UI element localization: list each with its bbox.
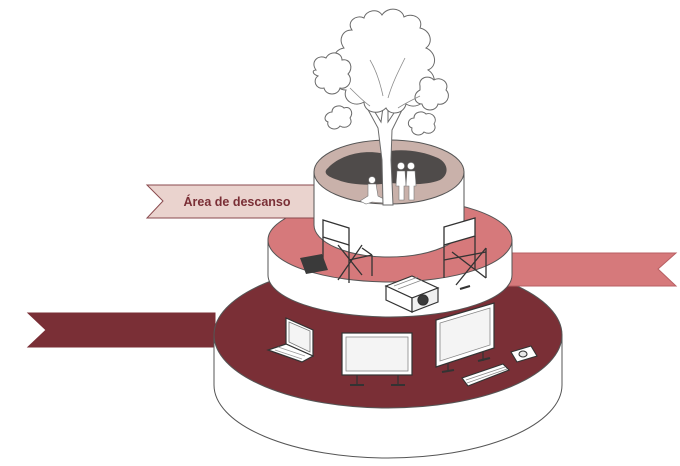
mouse-icon <box>510 345 538 363</box>
director-chair-icon <box>300 219 373 283</box>
top-banner-label: Área de descanso <box>184 194 291 209</box>
monitor-icon <box>435 302 495 373</box>
people-silhouette-icon <box>359 162 417 205</box>
top-banner: Área de descanso <box>145 184 317 219</box>
keyboard-icon <box>461 363 510 387</box>
bottom-banner <box>26 312 216 348</box>
laptop-icon <box>266 317 315 363</box>
tree-outline-icon <box>312 8 449 206</box>
middle-banner <box>504 252 678 287</box>
projector-icon <box>384 275 440 313</box>
director-chair-icon <box>443 217 487 290</box>
monitor-icon <box>341 332 413 386</box>
